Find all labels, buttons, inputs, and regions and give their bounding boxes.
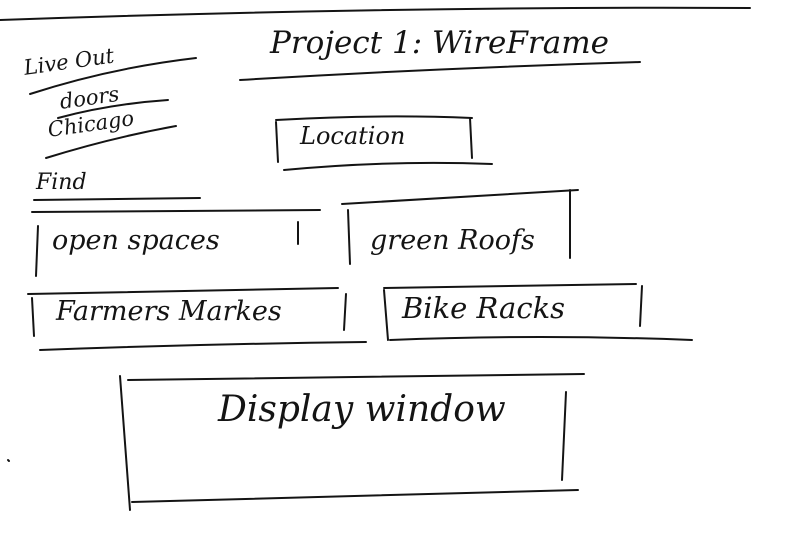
open-spaces-box[interactable]	[31, 209, 321, 277]
logo-underline-3	[45, 125, 177, 159]
green-roofs-box[interactable]	[341, 189, 579, 265]
bike-racks-box[interactable]	[383, 283, 693, 341]
page-title: Project 1: WireFrame	[270, 25, 609, 61]
display-window-box	[119, 373, 585, 511]
open-spaces-button[interactable]: open spaces	[52, 225, 220, 256]
farmers-markets-box[interactable]	[27, 287, 367, 351]
page-top-line	[0, 6, 751, 21]
logo-underline-2	[57, 99, 169, 119]
find-underline	[33, 197, 201, 201]
title-underline	[239, 61, 641, 81]
green-roofs-button[interactable]: green Roofs	[370, 225, 535, 256]
farmers-markets-button[interactable]: Farmers Markes	[56, 296, 282, 327]
find-label: Find	[36, 170, 87, 195]
location-button[interactable]: Location	[300, 122, 406, 150]
bike-racks-button[interactable]: Bike Racks	[402, 291, 566, 325]
display-window-label: Display window	[218, 389, 506, 430]
location-button-box[interactable]	[275, 115, 493, 171]
stray-dot	[7, 459, 10, 462]
logo-underline-1	[29, 57, 197, 95]
